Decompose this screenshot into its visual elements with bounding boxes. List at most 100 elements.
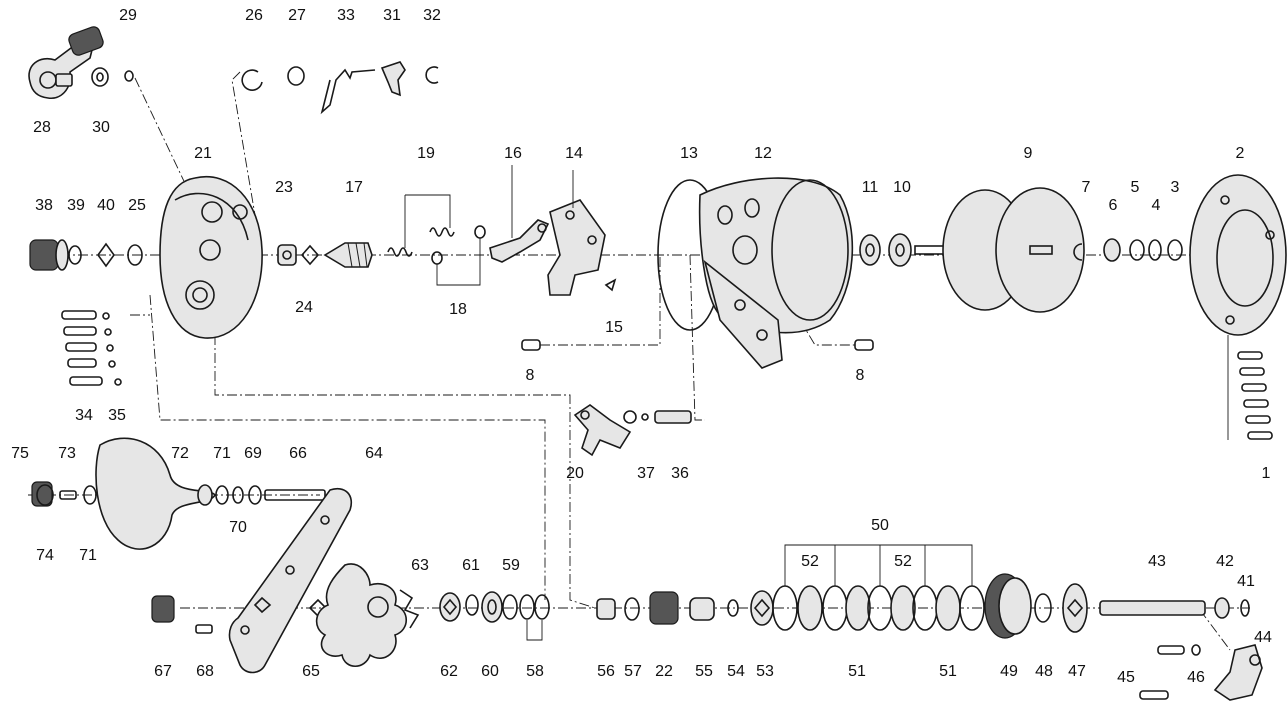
label-68: 68 — [196, 663, 214, 680]
washer-39 — [68, 245, 82, 265]
washer-30-hole — [96, 72, 104, 82]
washer-24 — [300, 244, 320, 266]
ring-29 — [124, 70, 134, 82]
label-52-a: 52 — [801, 553, 819, 570]
washer-74 — [36, 484, 54, 506]
label-36: 36 — [671, 465, 689, 482]
collar-18-upper — [474, 225, 486, 239]
handle-shaft-66 — [264, 489, 326, 501]
pin-8-right — [854, 339, 874, 351]
label-70: 70 — [229, 519, 247, 536]
label-58: 58 — [526, 663, 544, 680]
label-12: 12 — [754, 145, 772, 162]
pinion-gear-17 — [323, 242, 373, 268]
side-plate-boss-upper — [201, 201, 223, 223]
drag-washer-51-c — [890, 585, 916, 631]
washer-35-b — [104, 328, 112, 336]
washer-70 — [232, 486, 244, 504]
label-3: 3 — [1171, 179, 1180, 196]
nut-67 — [151, 595, 175, 623]
handle-arm-group — [228, 488, 408, 674]
label-63: 63 — [411, 557, 429, 574]
screw-1-a — [1237, 351, 1263, 360]
clutch-plate-14 — [547, 199, 617, 296]
axis-21-to-58 — [149, 294, 546, 600]
axis-21-to-56 — [214, 335, 596, 609]
frame-bore — [732, 235, 758, 265]
spool-9 — [914, 187, 1085, 313]
drag-handle-arm — [28, 41, 93, 99]
label-71-right: 71 — [213, 445, 231, 462]
ratchet-47-hole — [1066, 598, 1084, 618]
screw-set-34-35 — [61, 310, 122, 386]
drag-washer-group — [399, 589, 550, 641]
label-74: 74 — [36, 547, 54, 564]
side-plate-21 — [159, 175, 263, 339]
label-14: 14 — [565, 145, 583, 162]
label-51-a: 51 — [848, 663, 866, 680]
side-plate-bearing-hole — [192, 287, 208, 303]
axis-13-to-36 — [689, 254, 705, 421]
washer-37 — [623, 410, 637, 424]
side-plate-body — [159, 175, 263, 339]
screw-1-f — [1247, 431, 1273, 440]
label-9: 9 — [1024, 145, 1033, 162]
bearings-10-11 — [859, 233, 912, 267]
bearing-69 — [248, 485, 262, 505]
label-45: 45 — [1117, 669, 1135, 686]
ratchet-22 — [649, 591, 679, 625]
screw-68 — [195, 624, 213, 634]
clutch-plate-hole-b — [587, 235, 597, 245]
axis-26-to-21 — [231, 71, 256, 216]
screw-45-lower — [1139, 690, 1169, 700]
upper-clip-group — [241, 61, 439, 115]
label-15: 15 — [605, 319, 623, 336]
main-gear-49-face — [998, 577, 1032, 635]
washer-35-a — [102, 312, 110, 320]
label-73: 73 — [58, 445, 76, 462]
washer-5 — [1129, 239, 1145, 261]
label-48: 48 — [1035, 663, 1053, 680]
spool-shaft-right — [1029, 245, 1053, 255]
label-4: 4 — [1152, 197, 1161, 214]
frame-hole-b — [744, 198, 760, 218]
ring-54 — [727, 599, 739, 617]
label-42: 42 — [1216, 553, 1234, 570]
label-8-left: 8 — [526, 367, 535, 384]
bearing-10-hole — [895, 243, 905, 257]
e-clip-26 — [241, 69, 263, 91]
washer-61 — [465, 594, 479, 616]
side-plate-2-hole-b — [1265, 230, 1275, 240]
spring-15 — [604, 278, 617, 292]
bearing-42 — [1214, 597, 1230, 619]
bearing-23-hole — [282, 250, 292, 260]
side-plate-2-inner — [1216, 209, 1274, 307]
washer-3 — [1167, 239, 1183, 261]
label-22: 22 — [655, 663, 673, 680]
label-64: 64 — [365, 445, 383, 462]
label-60: 60 — [481, 663, 499, 680]
pawl-lever-16-hole — [537, 223, 547, 233]
label-30: 30 — [92, 119, 110, 136]
label-6: 6 — [1109, 197, 1118, 214]
label-7: 7 — [1082, 179, 1091, 196]
label-16: 16 — [504, 145, 522, 162]
washer-53-hole — [753, 598, 771, 618]
handle-arm — [228, 488, 352, 674]
bearing-10 — [888, 233, 912, 267]
collar-18 — [431, 251, 443, 265]
pinion-tooth-3 — [363, 242, 368, 268]
label-19: 19 — [417, 145, 435, 162]
c-clip-32 — [425, 66, 439, 84]
label-32: 32 — [423, 7, 441, 24]
label-49: 49 — [1000, 663, 1018, 680]
bearing-11 — [859, 234, 881, 266]
o-ring-27 — [287, 66, 305, 86]
label-61: 61 — [462, 557, 480, 574]
label-11: 11 — [862, 179, 879, 196]
side-plate-2-hole-c — [1225, 315, 1235, 325]
label-57: 57 — [624, 663, 642, 680]
handle-arm-square-hole — [253, 596, 272, 614]
lower-right-group — [1139, 644, 1263, 701]
label-24: 24 — [295, 299, 313, 316]
